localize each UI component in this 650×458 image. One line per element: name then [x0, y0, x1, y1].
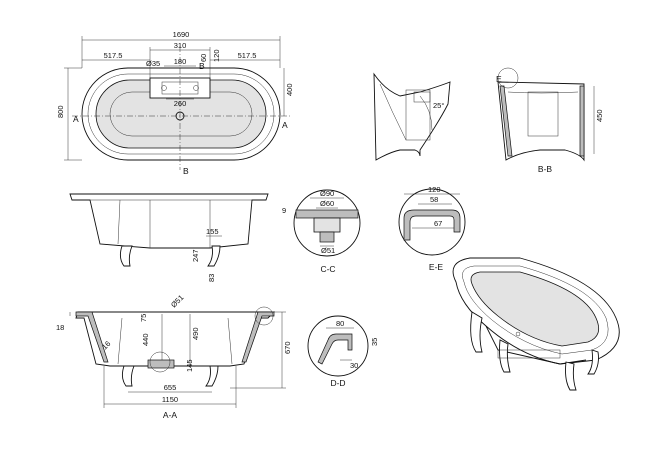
- section-aa-foot-right: [205, 365, 219, 387]
- section-aa-panel-line: [227, 317, 233, 365]
- overall-length-label: 1690: [173, 30, 190, 39]
- waste-dia-label: Ø51: [321, 246, 335, 255]
- tap-span-label: 310: [174, 41, 187, 50]
- end-view-outline: [373, 72, 451, 161]
- section-bb-left-wall: [499, 85, 513, 157]
- ee-mid-label: 58: [430, 195, 438, 204]
- ee-overall-label: 120: [428, 185, 441, 194]
- section-bb-outline: [497, 81, 585, 162]
- section-bb-label: B-B: [538, 164, 553, 174]
- dim-145-label: 145: [185, 359, 194, 372]
- section-aa-foot-left: [121, 365, 135, 387]
- detail-dd-rim-profile: [317, 333, 353, 365]
- base-width-label: 260: [174, 99, 187, 108]
- side-view: 155 247 83: [69, 193, 269, 282]
- iso-inner-rim: [462, 265, 609, 355]
- section-aa-panel-line: [117, 317, 123, 365]
- detail-d-circle: [254, 306, 274, 326]
- tap-hole-left: [161, 85, 167, 91]
- iso-foot-2: [499, 339, 511, 373]
- section-aa: 18 16 Ø51 75 440 490 145 670 655 1150 A-…: [56, 293, 292, 420]
- left-offset-label: 517.5: [104, 51, 123, 60]
- foot-drop-label: 83: [207, 274, 216, 282]
- outer-dia-label: Ø90: [320, 189, 334, 198]
- section-aa-label: A-A: [163, 410, 178, 420]
- detail-cc-waste-body: [313, 217, 341, 233]
- hole-dia-label: Ø35: [146, 59, 160, 68]
- iso-basin: [470, 271, 600, 347]
- detail-ee-label: E-E: [429, 262, 444, 272]
- dim-120-label: 120: [212, 49, 221, 62]
- section-bb-right-wall: [579, 85, 585, 157]
- section-mark-a-right: A: [282, 120, 288, 130]
- foot-height-label: 247: [191, 249, 200, 262]
- iso-skirt: [485, 325, 587, 365]
- section-aa-left-wall: [75, 311, 109, 363]
- side-view-outline: [69, 193, 269, 249]
- detail-e-circle: [497, 67, 519, 89]
- isometric-view: [452, 257, 620, 391]
- side-view-foot-right: [207, 245, 221, 267]
- top-view: 1690 517.5 517.5 310 180 Ø35 60 120 B 26…: [56, 30, 294, 176]
- detail-cc-label: C-C: [320, 264, 335, 274]
- dim-440-label: 440: [141, 333, 150, 346]
- width-label: 800: [56, 105, 65, 118]
- side-view-panel-line: [117, 199, 121, 245]
- section-bb-view: E 450 B-B: [496, 67, 604, 174]
- depth-bb-label: 450: [595, 109, 604, 122]
- iso-foot-3: [565, 361, 577, 391]
- inner-base-label: 655: [164, 383, 177, 392]
- iso-tap-hole: [515, 331, 521, 337]
- ee-inner-label: 67: [434, 219, 442, 228]
- angle-arc: [419, 95, 433, 131]
- section-bb-foot: [527, 91, 559, 137]
- detail-cc-waste-pipe: [319, 231, 335, 243]
- dim-490-label: 490: [191, 327, 200, 340]
- foot-width-label: 155: [206, 227, 219, 236]
- detail-cc-floor: [295, 209, 359, 219]
- end-view-bracket: [413, 91, 431, 103]
- dim-75-label: 75: [139, 314, 148, 322]
- inner-dia-label: Ø60: [320, 199, 334, 208]
- iso-foot-1: [470, 311, 483, 353]
- detail-e-mark: E: [496, 74, 502, 84]
- detail-c-circle: [149, 351, 171, 373]
- section-aa-waste: [147, 359, 175, 369]
- rim-label: 9: [282, 206, 286, 215]
- iso-foot-4: [587, 349, 599, 375]
- detail-cc: Ø90 Ø60 Ø51 9 C-C: [282, 189, 361, 274]
- detail-ee-circle: [398, 188, 466, 256]
- half-width-label: 400: [285, 83, 294, 96]
- section-mark-b-bottom: B: [183, 166, 189, 176]
- end-view-inner-line: [379, 83, 407, 141]
- tub-rim-outline: [87, 73, 275, 155]
- dd-inner-label: 30: [350, 361, 358, 370]
- height-label: 670: [283, 341, 292, 354]
- base-length-label: 1150: [162, 395, 178, 404]
- tap-inner-label: 180: [174, 57, 187, 66]
- section-mark-a-left: A: [73, 114, 79, 124]
- detail-ee: 120 58 67 E-E: [398, 185, 466, 272]
- dd-height-label: 35: [370, 338, 379, 346]
- end-view: 25°: [373, 72, 451, 161]
- detail-dd-label: D-D: [330, 378, 345, 388]
- section-bb-rim: [507, 91, 579, 94]
- iso-base-rail: [497, 349, 561, 359]
- tap-hole-right: [193, 85, 199, 91]
- section-mark-b-top: B: [199, 61, 205, 71]
- dd-width-label: 80: [336, 319, 344, 328]
- right-offset-label: 517.5: [238, 51, 257, 60]
- waste-label: Ø51: [169, 293, 185, 309]
- dim-60-label: 60: [199, 54, 208, 62]
- angle-label: 25°: [433, 101, 444, 110]
- side-view-foot-left: [119, 245, 133, 267]
- detail-ee-rim-profile: [403, 209, 461, 241]
- detail-dd: 80 30 35 D-D: [307, 315, 379, 388]
- rim-thickness-label: 18: [56, 323, 64, 332]
